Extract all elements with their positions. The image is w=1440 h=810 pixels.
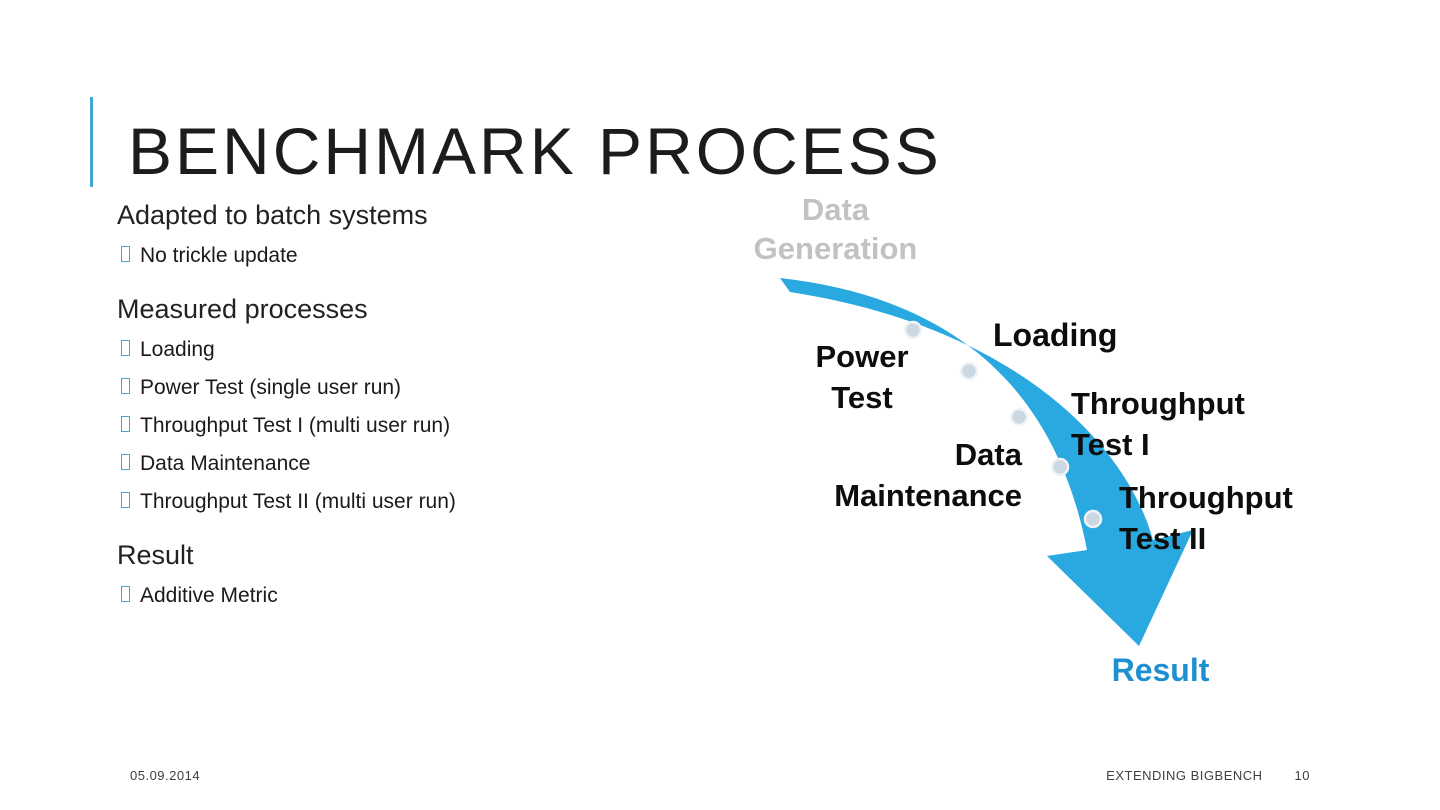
bullet-list: No trickle update (117, 237, 697, 275)
bullet-content: Adapted to batch systems No trickle upda… (117, 195, 697, 629)
bullet-item: Data Maintenance (121, 445, 697, 483)
bullet-square-icon (121, 246, 130, 262)
loading-label: Loading (993, 317, 1118, 353)
footer-right: EXTENDING BIGBENCH 10 (1106, 768, 1310, 783)
bullet-label: No trickle update (140, 244, 298, 267)
bullet-item: Throughput Test I (multi user run) (121, 407, 697, 445)
bullet-square-icon (121, 378, 130, 394)
section-heading: Measured processes (117, 294, 368, 324)
result-label: Result (1111, 652, 1210, 688)
bullet-label: Power Test (single user run) (140, 376, 402, 399)
milestone-dot (1009, 407, 1029, 427)
data-generation-label: Data Generation (753, 192, 918, 266)
milestone-dot (1050, 457, 1070, 477)
bullet-square-icon (121, 492, 130, 508)
footer-date: 05.09.2014 (130, 768, 201, 783)
throughput-test-1-label: Throughput Test I (1071, 386, 1245, 462)
title-accent-bar (90, 97, 93, 187)
bullet-label: Additive Metric (140, 584, 278, 607)
bullet-list: Loading Power Test (single user run) Thr… (117, 331, 697, 521)
bullet-square-icon (121, 340, 130, 356)
bullet-square-icon (121, 416, 130, 432)
bullet-item: No trickle update (121, 237, 697, 275)
bullet-label: Loading (140, 338, 215, 361)
section-heading: Adapted to batch systems (117, 200, 428, 230)
bullet-label: Throughput Test I (multi user run) (140, 414, 451, 437)
milestone-dot (959, 361, 979, 381)
footer-deck-title: EXTENDING BIGBENCH (1106, 768, 1263, 783)
bullet-label: Data Maintenance (140, 452, 311, 475)
power-test-label: Power Test (815, 339, 909, 415)
data-maintenance-label: Data Maintenance (834, 437, 1022, 513)
bullet-square-icon (121, 454, 130, 470)
footer-page-number: 10 (1294, 768, 1310, 783)
throughput-test-2-label: Throughput Test II (1119, 480, 1293, 556)
section-heading: Result (117, 540, 194, 570)
bullet-label: Throughput Test II (multi user run) (140, 490, 456, 513)
milestone-dot (1083, 509, 1103, 529)
bullet-item: Loading (121, 331, 697, 369)
bullet-list: Additive Metric (117, 577, 697, 615)
bullet-item: Power Test (single user run) (121, 369, 697, 407)
slide-title: BENCHMARK PROCESS (128, 114, 942, 188)
bullet-item: Throughput Test II (multi user run) (121, 483, 697, 521)
bullet-square-icon (121, 586, 130, 602)
bullet-item: Additive Metric (121, 577, 697, 615)
